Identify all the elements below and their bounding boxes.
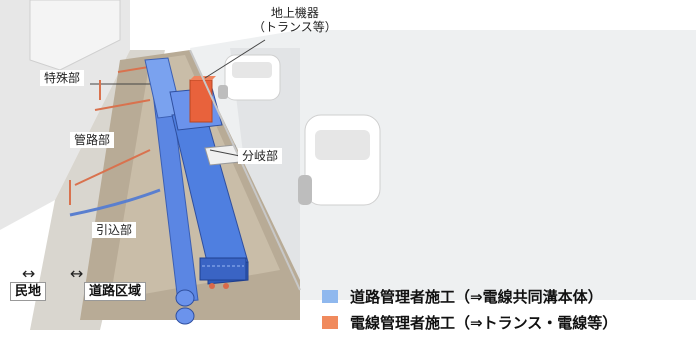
legend: 道路管理者施工（⇒電線共同溝本体） 電線管理者施工（⇒トランス・電線等）: [322, 283, 617, 335]
car-icon: [218, 54, 281, 101]
lead-in-pipe-3: [94, 99, 151, 111]
legend-item-road-manager: 道路管理者施工（⇒電線共同溝本体）: [322, 283, 617, 309]
label-private-land: 民地: [10, 282, 47, 301]
road-surface: [190, 30, 696, 300]
left-right-arrow-icon: ↔: [70, 264, 84, 283]
car-icon: [298, 114, 381, 206]
lead-in-pipe-2: [74, 149, 151, 186]
pipe-end-2: [175, 307, 195, 325]
building-block: [29, 0, 121, 71]
label-branch-section: 分岐部: [238, 148, 283, 164]
curb-line: [189, 49, 301, 291]
leader-branch: [209, 149, 241, 157]
label-ground-equipment-line1: 地上機器: [270, 6, 319, 20]
pipe-end-1: [175, 289, 195, 307]
duct-end-dot-2: [223, 283, 229, 289]
duct-end-dot-1: [209, 283, 215, 289]
duct-end-panel: [199, 257, 247, 281]
legend-swatch-blue: [322, 289, 338, 303]
legend-text-road-manager: 道路管理者施工（⇒電線共同溝本体）: [350, 287, 603, 306]
road-shadow: [230, 48, 300, 290]
label-pipeline-section: 管路部: [70, 132, 115, 148]
legend-swatch-orange: [322, 315, 338, 329]
legend-item-power-manager: 電線管理者施工（⇒トランス・電線等）: [322, 309, 617, 335]
label-ground-equipment-line2: （トランス等）: [253, 20, 337, 34]
label-ground-equipment: 地上機器 （トランス等）: [253, 6, 337, 34]
label-lead-in-section: 引込部: [92, 222, 137, 238]
lead-in-pipe-1: [69, 188, 161, 217]
left-right-arrow-icon: ↔: [22, 264, 36, 283]
leader-ground-equipment: [204, 39, 266, 79]
label-road-area: 道路区域: [84, 282, 147, 301]
transformer-box-icon: [189, 79, 213, 123]
label-special-section: 特殊部: [40, 70, 85, 86]
legend-text-power-manager: 電線管理者施工（⇒トランス・電線等）: [350, 313, 618, 332]
